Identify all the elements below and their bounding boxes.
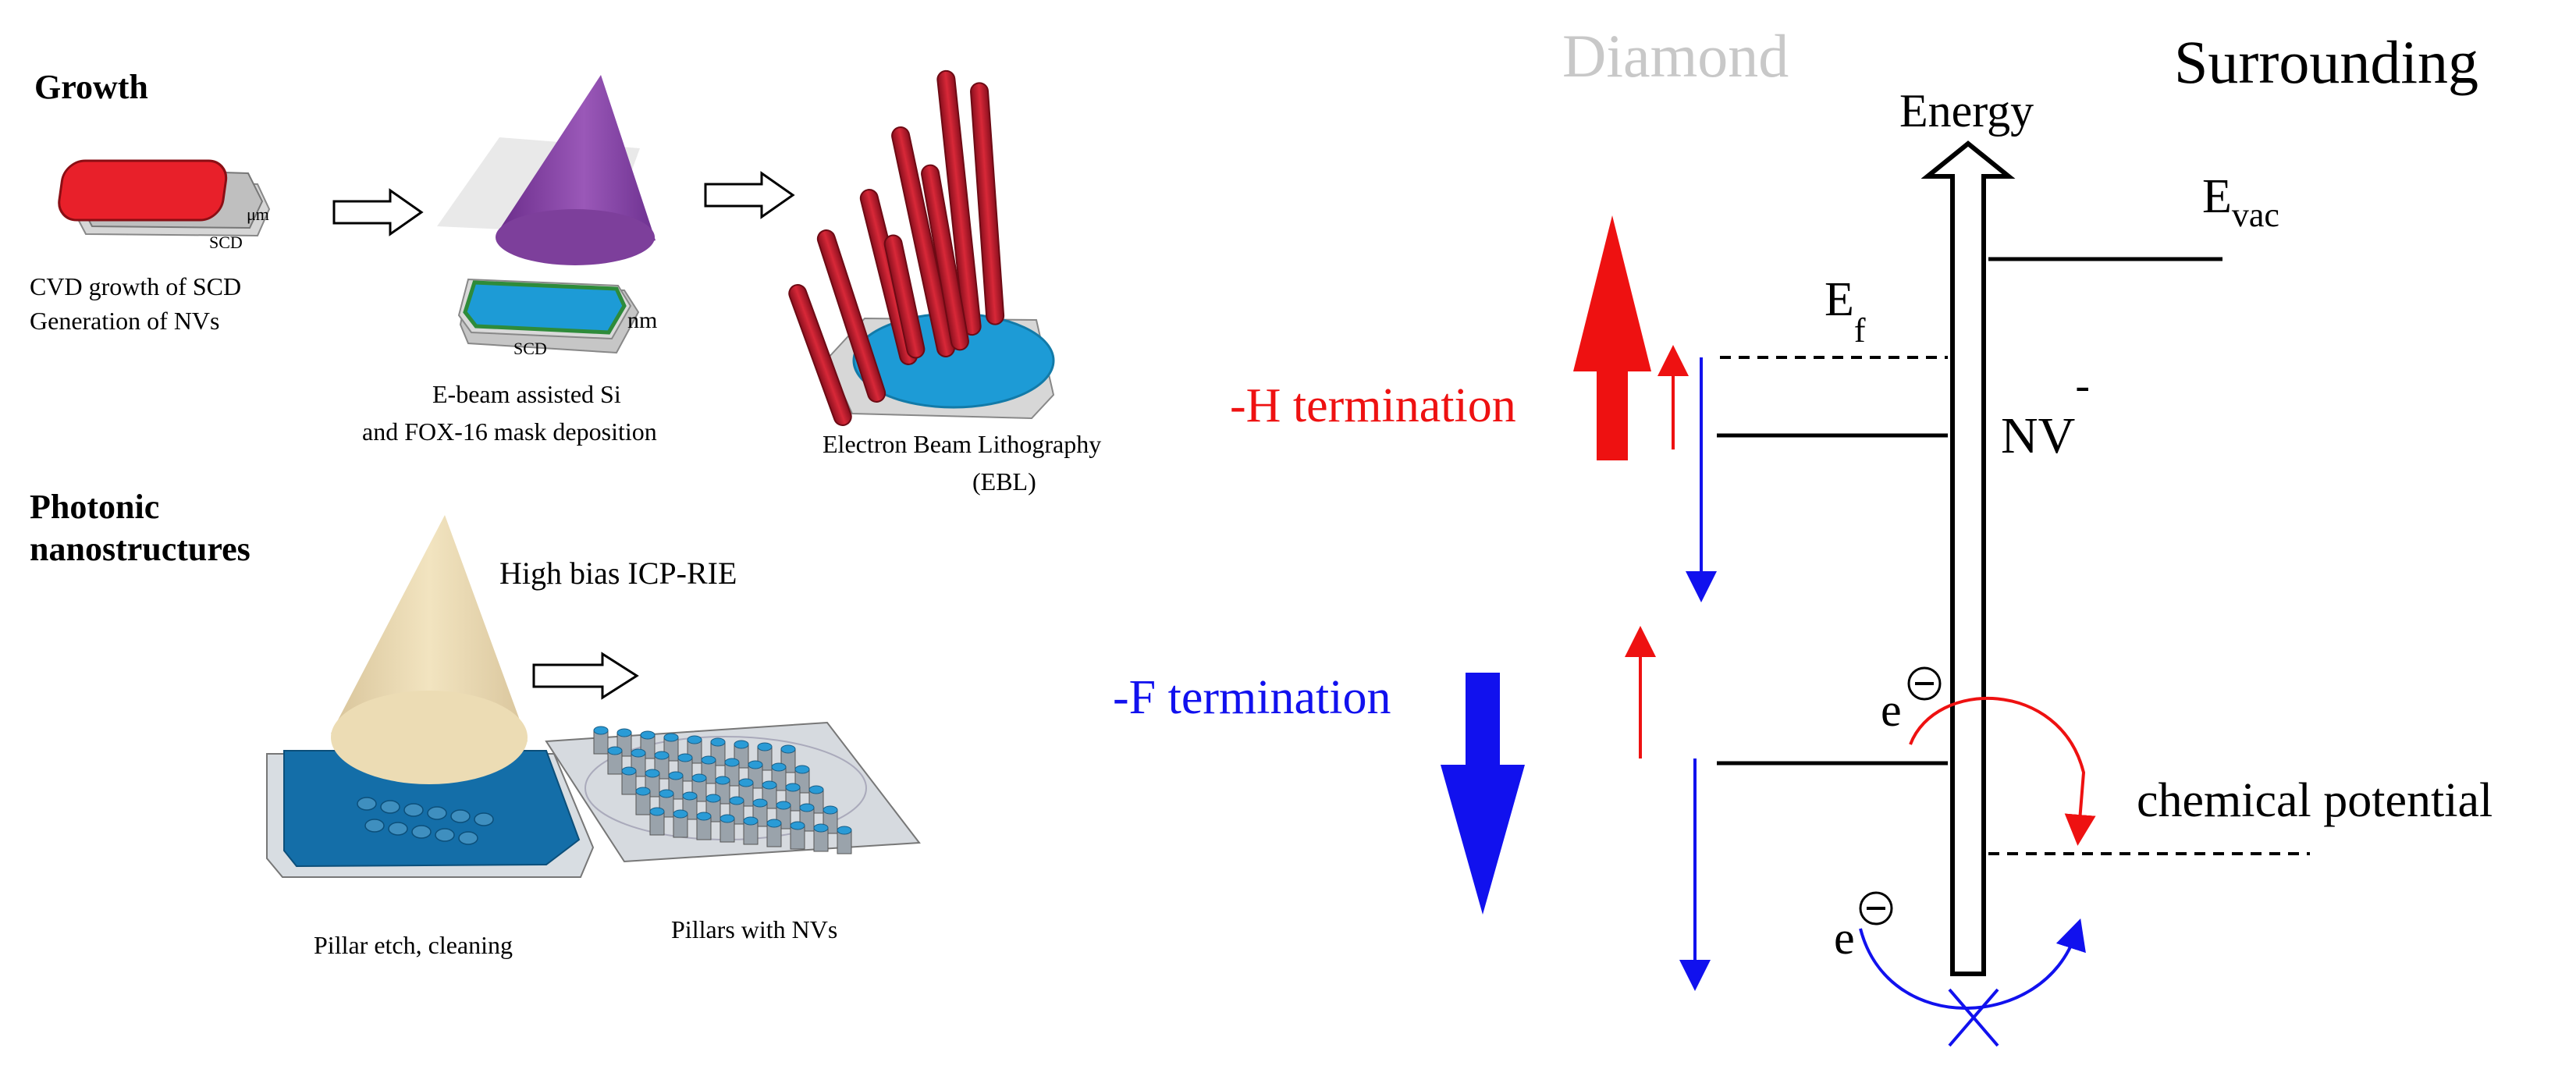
photonic-title-line1: Photonic <box>30 488 159 526</box>
nanopillar-top <box>794 765 810 774</box>
step2-nm-label: nm <box>627 307 657 333</box>
electron-top-e: e <box>1881 684 1902 736</box>
step1-caption-line2: Generation of NVs <box>30 307 219 335</box>
nanopillar-top <box>682 791 698 801</box>
nanopillar-top <box>631 748 646 758</box>
icp-rie-label: High bias ICP-RIE <box>499 556 737 591</box>
h-termination-big-arrow <box>1573 215 1651 460</box>
nanopillar-top <box>621 766 637 776</box>
step2-caption-line2: and FOX-16 mask deposition <box>362 417 657 446</box>
nanopillar-top <box>808 785 824 794</box>
nanopillar-top <box>762 780 777 790</box>
nanopillar-top <box>780 744 796 754</box>
nanopillar-top <box>691 773 707 783</box>
nanopillar-array <box>593 726 852 854</box>
nanopillar-top <box>668 771 684 780</box>
evac-sub: vac <box>2232 196 2279 234</box>
ef-sub: f <box>1854 311 1866 350</box>
electron-charge-icon-bottom <box>1859 891 1893 925</box>
step1-red-chip <box>58 159 271 237</box>
process-arrow-1 <box>332 188 424 236</box>
ef-main: E <box>1825 273 1854 326</box>
nanopillar-top <box>640 730 656 740</box>
step1-um-label: μm <box>247 204 269 224</box>
nanopillar-top <box>705 794 721 803</box>
step1-caption-line1: CVD growth of SCD <box>30 272 241 300</box>
ef-label: Ef <box>1825 273 1866 350</box>
electron-label-top: e <box>1881 684 1902 736</box>
nanopillar-top <box>607 746 623 755</box>
diamond-label: Diamond <box>1562 22 1789 90</box>
nanopillar-top <box>785 783 801 792</box>
step4-cone-chip <box>266 515 595 878</box>
nanopillar-top <box>696 812 712 821</box>
nanopillar-top <box>823 805 838 815</box>
nanopillar-top <box>645 769 660 778</box>
electron-bottom-e: e <box>1834 912 1855 964</box>
nanopillar-top <box>701 755 716 765</box>
nanopillar-top <box>593 726 609 735</box>
evac-main: E <box>2202 170 2232 223</box>
nanopillar-top <box>757 742 773 751</box>
nv-sup: - <box>2075 361 2090 410</box>
nanopillar-top <box>663 733 679 742</box>
surrounding-label: Surrounding <box>2174 28 2478 96</box>
nanopillar-top <box>616 728 632 737</box>
chemical-potential-label: chemical potential <box>2137 774 2493 827</box>
nv-main: NV <box>2001 407 2075 464</box>
energy-axis-label: Energy <box>1899 85 2034 137</box>
nanopillar-top <box>724 758 740 767</box>
evac-label: Evac <box>2202 170 2279 234</box>
nanopillar-top <box>776 801 791 810</box>
step5-caption: Pillars with NVs <box>671 915 837 943</box>
blocked-transfer-cross-icon <box>1948 988 1999 1047</box>
nanopillar-top <box>752 798 768 808</box>
nanopillar-top <box>715 776 730 785</box>
nanopillar-top <box>766 819 782 828</box>
process-flow: Growth μm SCD CVD growth of SCD Generati… <box>30 68 1101 959</box>
step3-caption-line2: (EBL) <box>972 467 1036 496</box>
nanopillar-top <box>729 796 744 805</box>
process-arrow-2 <box>704 171 795 219</box>
nanopillar-top <box>673 809 688 819</box>
nanopillar-top <box>771 762 787 772</box>
step5-pillars-chip <box>545 721 921 863</box>
nanopillar-top <box>813 823 829 833</box>
nanopillar-top <box>738 778 754 787</box>
nanopillar-top <box>635 787 651 796</box>
nanopillar-top <box>748 760 763 769</box>
step3-caption-line1: Electron Beam Lithography <box>823 430 1101 458</box>
electron-charge-icon-top <box>1907 666 1942 701</box>
electron-label-bottom: e <box>1834 912 1855 964</box>
nanopillar-top <box>654 751 670 760</box>
step2-scd-label: SCD <box>513 339 547 358</box>
nanopillar-top <box>677 753 693 762</box>
step4-caption: Pillar etch, cleaning <box>314 931 513 959</box>
nanopillar-top <box>837 826 852 835</box>
nanopillar-top <box>743 816 759 826</box>
nanopillar-top <box>734 740 749 749</box>
nanopillar-top <box>659 789 674 798</box>
nanopillar-top <box>687 735 702 744</box>
h-termination-label: -H termination <box>1230 379 1516 432</box>
energy-diagram: Diamond Surrounding Energy Evac Ef NV- c… <box>1113 22 2493 1047</box>
energy-axis-arrow <box>1920 140 2016 976</box>
f-termination-big-arrow <box>1441 673 1525 915</box>
nanopillar-top <box>790 821 805 830</box>
step2-cone-chip <box>437 75 656 354</box>
nanopillar-top <box>720 814 735 823</box>
nanopillar-top <box>799 803 815 812</box>
step3-pillars-chip <box>788 69 1055 426</box>
f-termination-label: -F termination <box>1113 671 1391 724</box>
nanopillar-top <box>649 807 665 816</box>
nanopillar-top <box>710 737 726 747</box>
growth-title: Growth <box>34 68 148 106</box>
process-arrow-3 <box>532 652 639 700</box>
step1-scd-label: SCD <box>209 233 243 252</box>
photonic-title-line2: nanostructures <box>30 530 250 568</box>
electron-transfer-red-arc <box>1909 696 2096 846</box>
nv-label: NV- <box>2001 361 2090 464</box>
step2-caption-line1: E-beam assisted Si <box>432 380 621 408</box>
